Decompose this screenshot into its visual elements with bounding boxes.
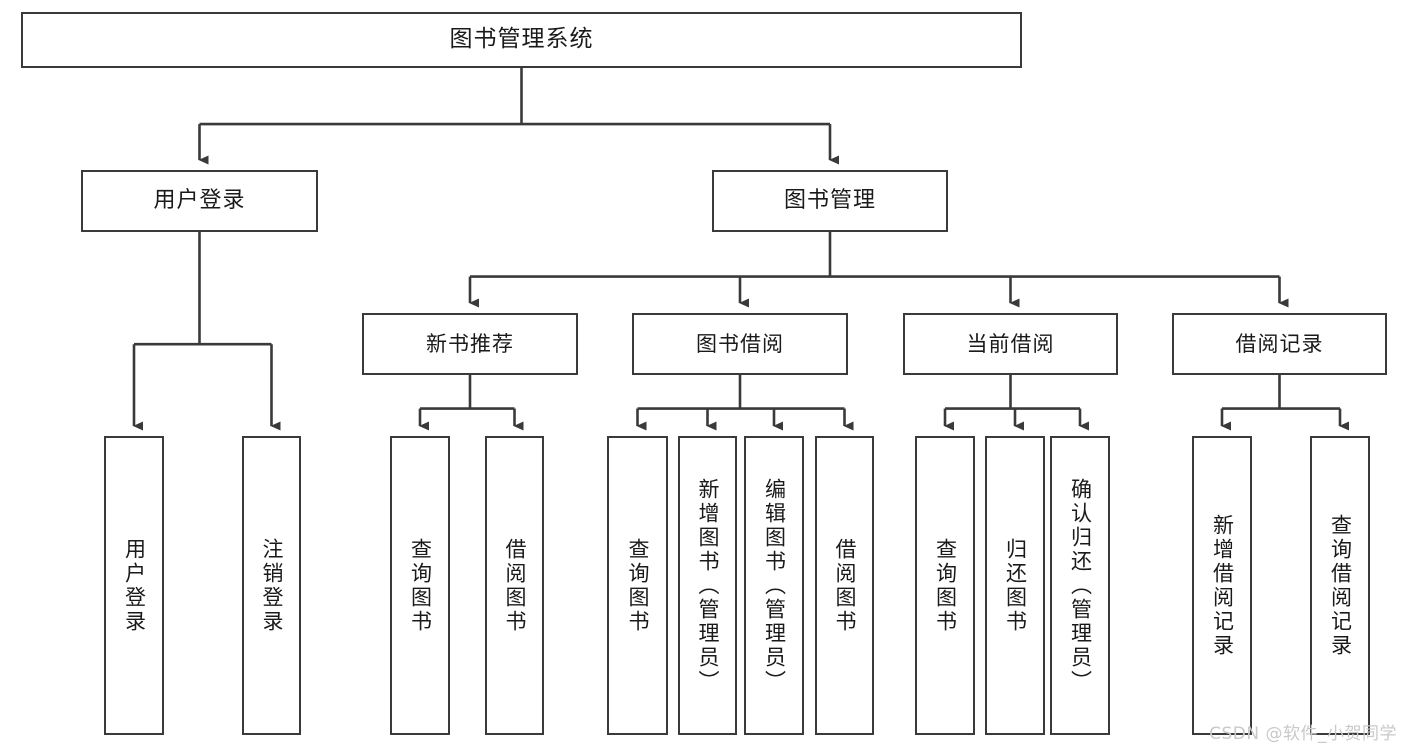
node-current-borrow[interactable]: 当前借阅: [903, 313, 1118, 375]
node-borrow-record[interactable]: 借阅记录: [1172, 313, 1387, 375]
node-leaf-borrow-book-2-label: 借阅图书: [833, 537, 857, 634]
node-root[interactable]: 图书管理系统: [21, 12, 1022, 68]
node-user-login-label: 用户登录: [153, 188, 246, 214]
node-leaf-return-book-label: 归还图书: [1003, 537, 1028, 634]
node-current-borrow-label: 当前借阅: [966, 331, 1055, 356]
node-book-manage[interactable]: 图书管理: [712, 170, 948, 232]
node-new-book-rec[interactable]: 新书推荐: [362, 313, 578, 375]
node-leaf-logout-label: 注销登录: [260, 537, 284, 634]
node-leaf-add-record-label: 新增借阅记录: [1210, 513, 1235, 658]
node-leaf-query-book-1-label: 查询图书: [408, 537, 433, 634]
node-leaf-confirm-return[interactable]: 确认归还（管理员）: [1050, 436, 1110, 735]
node-leaf-add-book[interactable]: 新增图书（管理员）: [678, 436, 737, 735]
node-root-label: 图书管理系统: [449, 26, 594, 53]
node-leaf-edit-book[interactable]: 编辑图书（管理员）: [744, 436, 804, 735]
node-leaf-query-book-3[interactable]: 查询图书: [915, 436, 975, 735]
node-leaf-borrow-book-2[interactable]: 借阅图书: [815, 436, 874, 735]
node-leaf-query-record[interactable]: 查询借阅记录: [1310, 436, 1370, 735]
node-leaf-return-book[interactable]: 归还图书: [985, 436, 1045, 735]
node-new-book-rec-label: 新书推荐: [426, 331, 514, 356]
node-leaf-query-book-3-label: 查询图书: [933, 537, 958, 634]
node-leaf-user-login-label: 用户登录: [122, 537, 147, 634]
node-leaf-borrow-book-1-label: 借阅图书: [503, 537, 527, 634]
node-leaf-add-record[interactable]: 新增借阅记录: [1192, 436, 1252, 735]
node-user-login[interactable]: 用户登录: [81, 170, 318, 232]
node-leaf-logout[interactable]: 注销登录: [242, 436, 301, 735]
node-book-manage-label: 图书管理: [783, 188, 876, 214]
watermark-text: CSDN @软件_小贺同学: [1209, 724, 1397, 744]
node-leaf-borrow-book-1[interactable]: 借阅图书: [485, 436, 544, 735]
node-leaf-query-book-2[interactable]: 查询图书: [607, 436, 668, 735]
node-book-borrow[interactable]: 图书借阅: [632, 313, 848, 375]
node-leaf-confirm-return-label: 确认归还（管理员）: [1068, 477, 1093, 694]
node-borrow-record-label: 借阅记录: [1235, 331, 1324, 356]
node-leaf-edit-book-label: 编辑图书（管理员）: [762, 477, 787, 694]
node-leaf-query-book-1[interactable]: 查询图书: [390, 436, 450, 735]
node-leaf-user-login[interactable]: 用户登录: [104, 436, 164, 735]
node-book-borrow-label: 图书借阅: [696, 331, 784, 356]
node-leaf-add-book-label: 新增图书（管理员）: [696, 477, 720, 694]
node-leaf-query-record-label: 查询借阅记录: [1328, 513, 1353, 658]
node-leaf-query-book-2-label: 查询图书: [626, 537, 650, 634]
